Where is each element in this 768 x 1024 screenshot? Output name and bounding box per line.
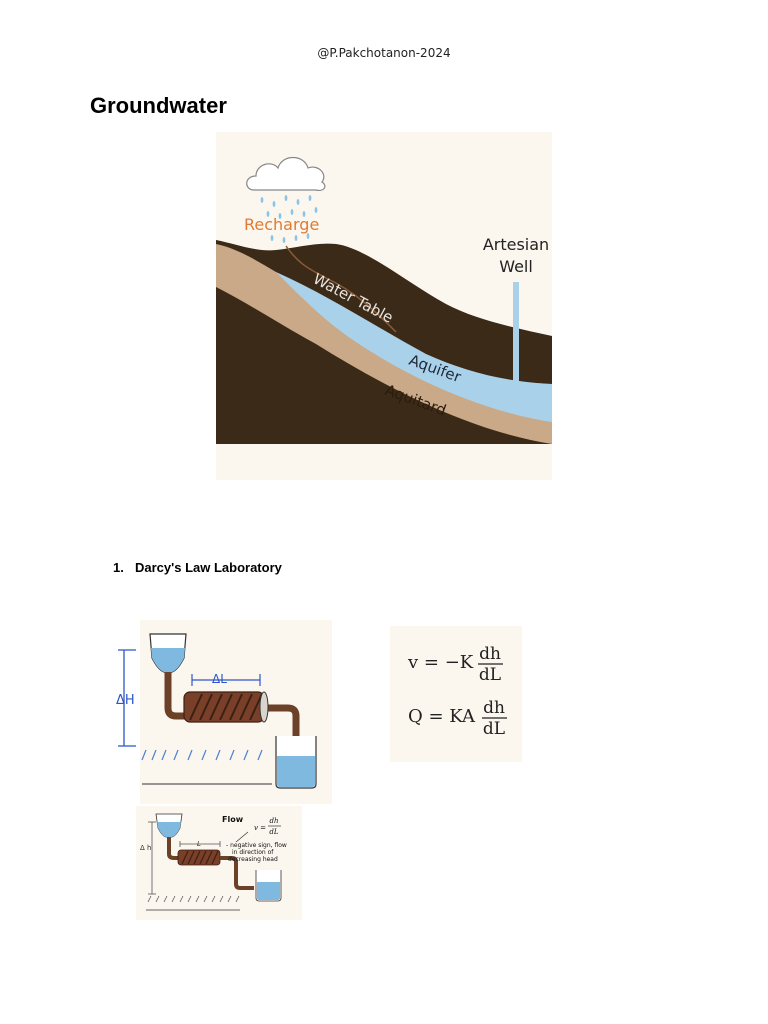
- section-number: 1.: [113, 560, 124, 575]
- cloud-icon: [246, 156, 326, 191]
- aquifer-layer: [276, 272, 552, 422]
- recharge-label: Recharge: [244, 215, 319, 234]
- artesian-well-pipe: [513, 282, 519, 404]
- small-velocity-lhs: v =: [254, 824, 266, 832]
- discharge-equation-lhs: Q = KA: [408, 706, 476, 727]
- darcy-flow-diagram: Δ h L Flow v = dh dL - negative sign, fl…: [136, 806, 302, 920]
- small-fraction-numerator: dh: [270, 817, 279, 825]
- discharge-fraction-numerator: dh: [483, 698, 505, 718]
- rain-drops-icon: [260, 195, 318, 243]
- section-heading: 1. Darcy's Law Laboratory: [113, 560, 282, 575]
- delta-l-label: ΔL: [212, 672, 227, 686]
- outlet-pipe: [262, 704, 300, 750]
- section-title: Darcy's Law Laboratory: [135, 560, 282, 575]
- well-label: Well: [499, 257, 533, 276]
- inlet-pipe: [164, 672, 186, 720]
- note-line-3: decreasing head: [228, 856, 278, 863]
- note-line-2: in direction of: [232, 849, 274, 856]
- flow-arrow-icon: [235, 831, 249, 843]
- equations-background: [390, 626, 522, 762]
- artesian-label: Artesian: [483, 235, 549, 254]
- flow-label: Flow: [222, 815, 244, 824]
- darcy-apparatus-sketch: ΔL ΔH ΔL: [116, 620, 332, 804]
- velocity-fraction-numerator: dh: [479, 644, 501, 664]
- delta-h-handwritten: ΔH: [116, 693, 135, 708]
- note-line-1: - negative sign, flow: [226, 842, 287, 849]
- velocity-fraction-denominator: dL: [479, 665, 501, 685]
- delta-h-bracket: [118, 649, 136, 747]
- darcy-equations: v = −K dh dL Q = KA dh dL: [390, 626, 522, 762]
- discharge-fraction-denominator: dL: [483, 719, 505, 739]
- topsoil-layer: [216, 240, 552, 384]
- small-delta-h-label: Δ h: [140, 844, 151, 852]
- delta-l-bracket: [191, 674, 261, 686]
- bedrock-layer: [216, 282, 552, 444]
- page-header-credit: @P.Pakchotanon-2024: [317, 46, 451, 60]
- velocity-equation-lhs: v = −K: [407, 652, 474, 673]
- groundwater-diagram: Recharge Artesian Well Water Table Aquif…: [216, 132, 552, 480]
- small-fraction-denominator: dL: [269, 828, 278, 836]
- small-length-label: L: [197, 840, 201, 848]
- page-title: Groundwater: [90, 93, 227, 118]
